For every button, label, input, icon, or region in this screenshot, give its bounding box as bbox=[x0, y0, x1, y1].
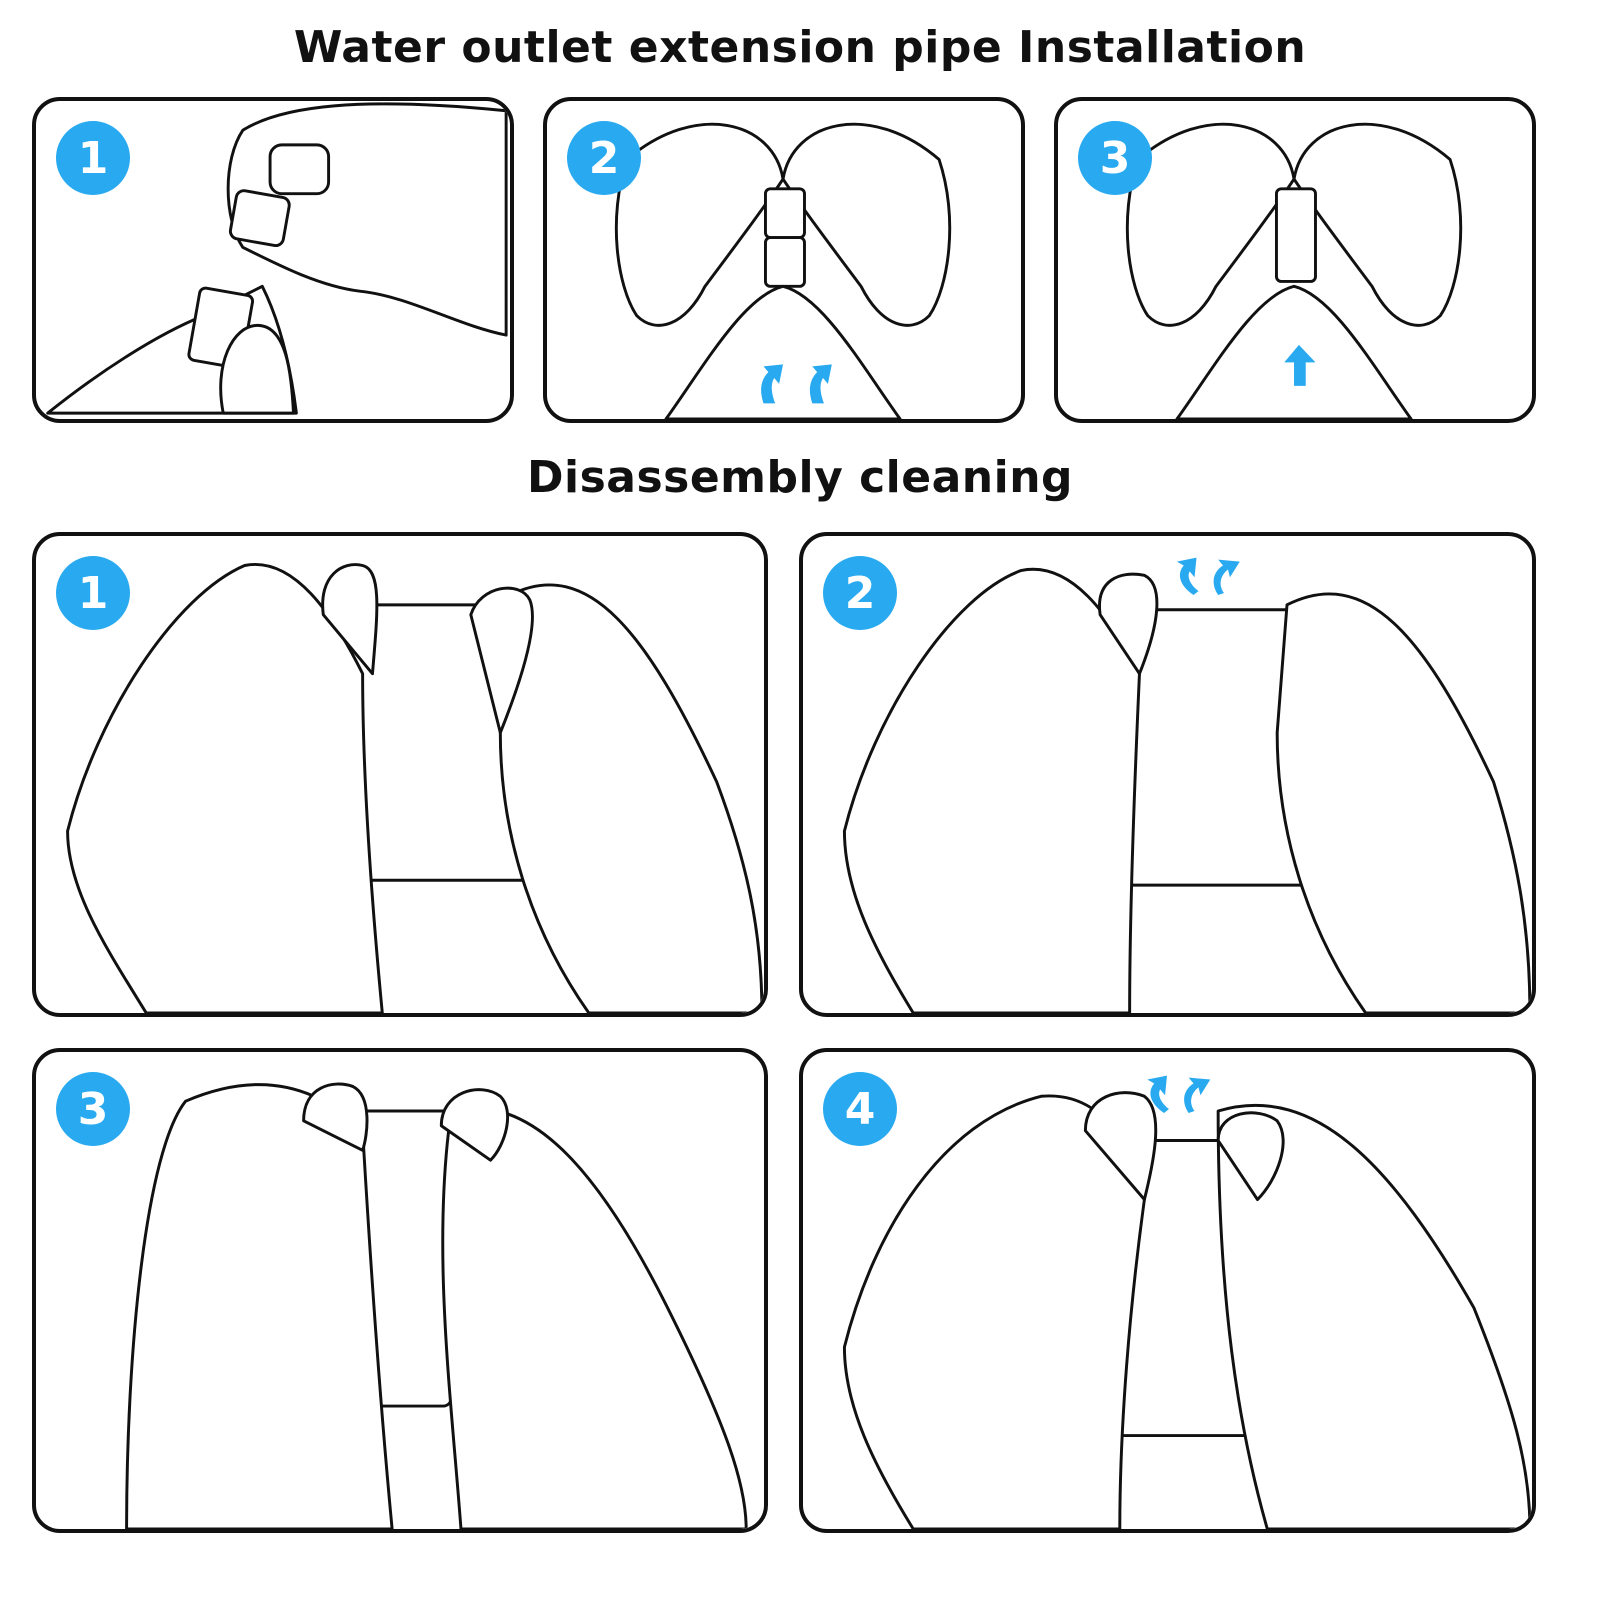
rotate-arrow-left-icon bbox=[761, 364, 784, 404]
step-badge: 2 bbox=[823, 556, 897, 630]
hands-separating-filter-illustration bbox=[125, 1082, 748, 1529]
step-badge: 2 bbox=[567, 121, 641, 195]
cleaning-title: Disassembly cleaning bbox=[526, 452, 1074, 503]
hand-illustration bbox=[46, 102, 508, 415]
rotate-arrow-left-icon bbox=[1176, 557, 1199, 596]
arrow-up-icon bbox=[1284, 344, 1316, 386]
hands-twisting-filter-illustration bbox=[842, 557, 1532, 1013]
rotate-arrow-right-icon bbox=[1213, 559, 1240, 596]
install-step-1-panel: 1 bbox=[32, 97, 514, 423]
clean-step-1-panel: 1 bbox=[32, 532, 768, 1017]
hands-reassembling-filter-illustration bbox=[842, 1075, 1532, 1529]
clean-step-3-panel: 3 bbox=[32, 1048, 768, 1533]
step-badge: 3 bbox=[1078, 121, 1152, 195]
step-badge: 3 bbox=[56, 1072, 130, 1146]
install-step-2-panel: 2 bbox=[543, 97, 1025, 423]
hands-twist-illustration bbox=[614, 122, 952, 419]
installation-title: Water outlet extension pipe Installation bbox=[293, 22, 1307, 73]
hands-holding-filter-illustration bbox=[66, 562, 764, 1013]
rotate-arrow-right-icon bbox=[1184, 1077, 1211, 1113]
clean-step-2-panel: 2 bbox=[799, 532, 1536, 1017]
step-badge: 1 bbox=[56, 121, 130, 195]
install-step-3-panel: 3 bbox=[1054, 97, 1536, 423]
rotate-arrow-right-icon bbox=[809, 364, 832, 404]
step-badge: 4 bbox=[823, 1072, 897, 1146]
step-badge: 1 bbox=[56, 556, 130, 630]
clean-step-4-panel: 4 bbox=[799, 1048, 1536, 1533]
rotate-arrow-left-icon bbox=[1147, 1075, 1169, 1113]
hands-push-illustration bbox=[1125, 122, 1463, 419]
